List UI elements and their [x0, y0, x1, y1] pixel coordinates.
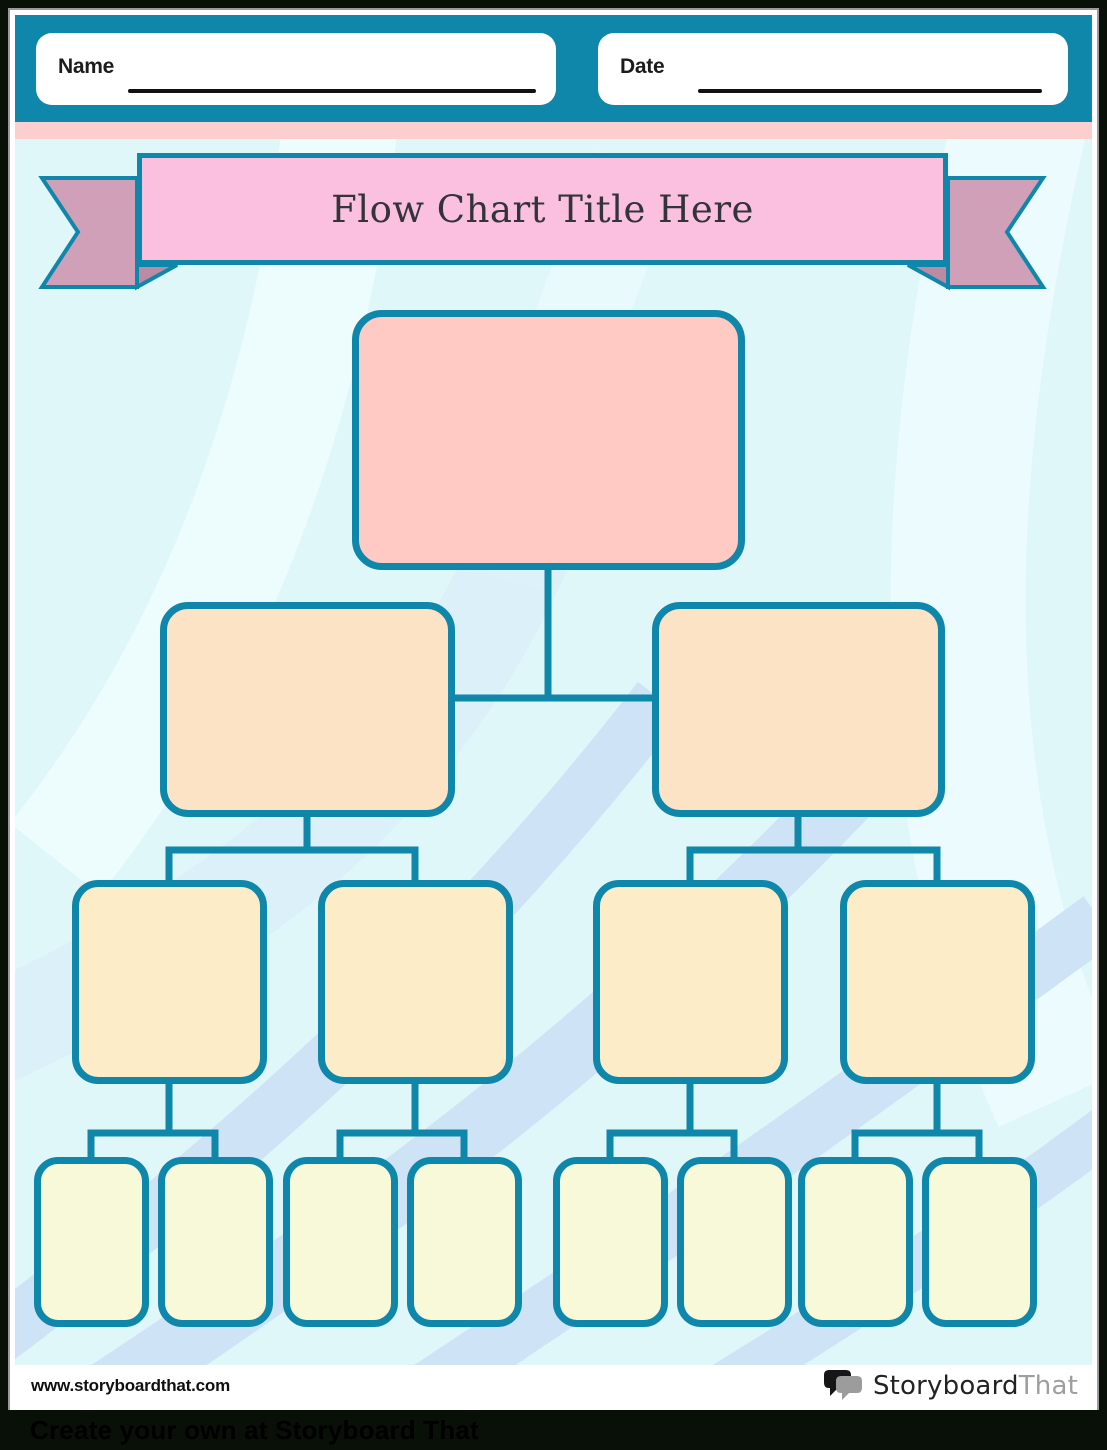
- title-ribbon: [38, 176, 1047, 291]
- ribbon-fold-left: [135, 263, 178, 291]
- name-field[interactable]: Name: [36, 33, 556, 105]
- flow-box-level4-5[interactable]: [553, 1157, 668, 1327]
- flow-box-level2-2[interactable]: [652, 602, 945, 817]
- name-label: Name: [58, 55, 114, 78]
- ribbon-fold-right: [907, 263, 950, 291]
- flow-box-level4-3[interactable]: [283, 1157, 398, 1327]
- bottom-bar-text: Create your own at Storyboard That: [30, 1414, 479, 1445]
- flow-box-level4-7[interactable]: [798, 1157, 913, 1327]
- flow-box-level4-1[interactable]: [34, 1157, 149, 1327]
- speech-bubbles-icon: [823, 1370, 862, 1400]
- title-banner: Flow Chart Title Here: [137, 153, 948, 265]
- date-input-line[interactable]: [698, 89, 1042, 93]
- flow-box-level3-1[interactable]: [72, 880, 267, 1084]
- website-url: www.storyboardthat.com: [31, 1376, 230, 1395]
- logo-text-primary: Storyboard: [872, 1371, 1019, 1401]
- flow-box-level3-4[interactable]: [840, 880, 1035, 1084]
- footer: www.storyboardthat.com StoryboardThat: [15, 1365, 1092, 1407]
- ribbon-tail-left: [38, 176, 139, 289]
- flow-box-level4-6[interactable]: [677, 1157, 792, 1327]
- flow-chart-title[interactable]: Flow Chart Title Here: [331, 187, 754, 231]
- date-field[interactable]: Date: [598, 33, 1068, 105]
- date-label: Date: [620, 55, 665, 78]
- flow-box-level4-2[interactable]: [158, 1157, 273, 1327]
- flow-box-level4-4[interactable]: [407, 1157, 522, 1327]
- header-bar: Name Date: [15, 15, 1092, 122]
- ribbon-tail-right: [946, 176, 1047, 289]
- pink-accent-strip: [15, 122, 1092, 139]
- flow-box-level1[interactable]: [352, 310, 745, 570]
- flow-box-level3-3[interactable]: [593, 880, 788, 1084]
- flow-box-level3-2[interactable]: [318, 880, 513, 1084]
- bottom-bar: Create your own at Storyboard That: [0, 1410, 1107, 1450]
- storyboardthat-logo: StoryboardThat: [823, 1369, 1078, 1403]
- worksheet-page: Name Date: [8, 8, 1099, 1412]
- flow-box-level2-1[interactable]: [160, 602, 455, 817]
- logo-text-secondary: That: [1018, 1371, 1078, 1401]
- logo-text: StoryboardThat: [873, 1371, 1078, 1401]
- flow-box-level4-8[interactable]: [922, 1157, 1037, 1327]
- connector-lines: [87, 566, 983, 1161]
- chart-canvas: Flow Chart Title Here: [15, 139, 1092, 1365]
- name-input-line[interactable]: [128, 89, 536, 93]
